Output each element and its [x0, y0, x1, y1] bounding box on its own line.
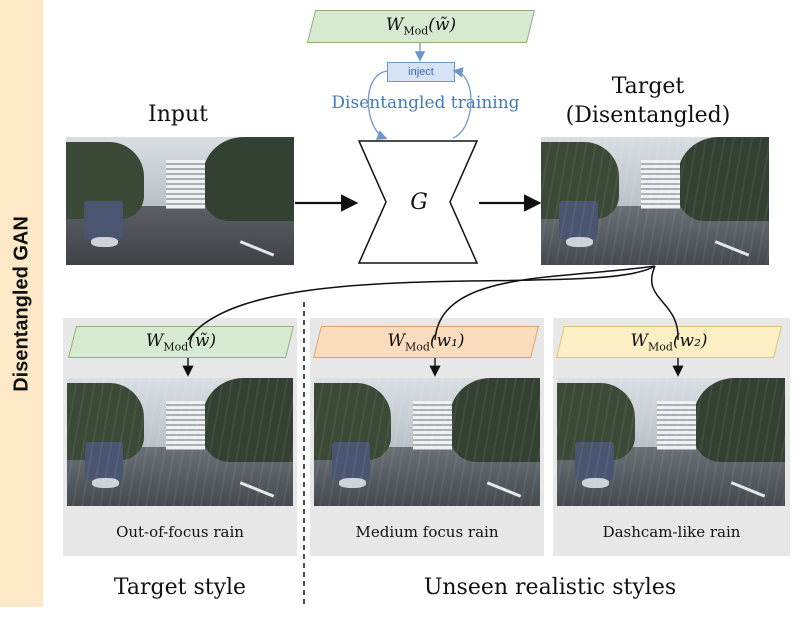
dashcam-rain-image	[557, 378, 785, 506]
branch-to-w1	[434, 265, 656, 341]
style-vector-target: WMod(w̃)	[68, 326, 294, 358]
medium-focus-rain-image	[314, 378, 540, 506]
target-image	[541, 137, 769, 265]
generator-shape	[358, 140, 478, 264]
footer-unseen-styles: Unseen realistic styles	[423, 575, 677, 600]
footer-target-style: Target style	[113, 575, 247, 600]
caption-medium-focus: Medium focus rain	[355, 523, 499, 541]
training-loop-left	[367, 70, 388, 140]
input-image	[66, 137, 294, 265]
branch-to-target-style	[187, 265, 656, 341]
style-vector-w1: WMod(w₁)	[313, 326, 539, 358]
side-band	[0, 0, 43, 607]
disentangled-training-label: Disentangled training	[331, 93, 520, 113]
target-title: Target(Disentangled)	[565, 74, 731, 128]
top-style-vector: WMod(w̃)	[306, 10, 536, 43]
out-of-focus-rain-image	[67, 378, 293, 506]
generator-label: G	[410, 190, 428, 215]
input-title: Input	[148, 102, 208, 127]
caption-out-of-focus: Out-of-focus rain	[116, 523, 244, 541]
caption-dashcam: Dashcam-like rain	[602, 523, 741, 541]
training-loop-right	[452, 67, 472, 139]
branch-to-w2	[650, 265, 679, 341]
style-vector-w2: WMod(w₂)	[556, 326, 782, 358]
